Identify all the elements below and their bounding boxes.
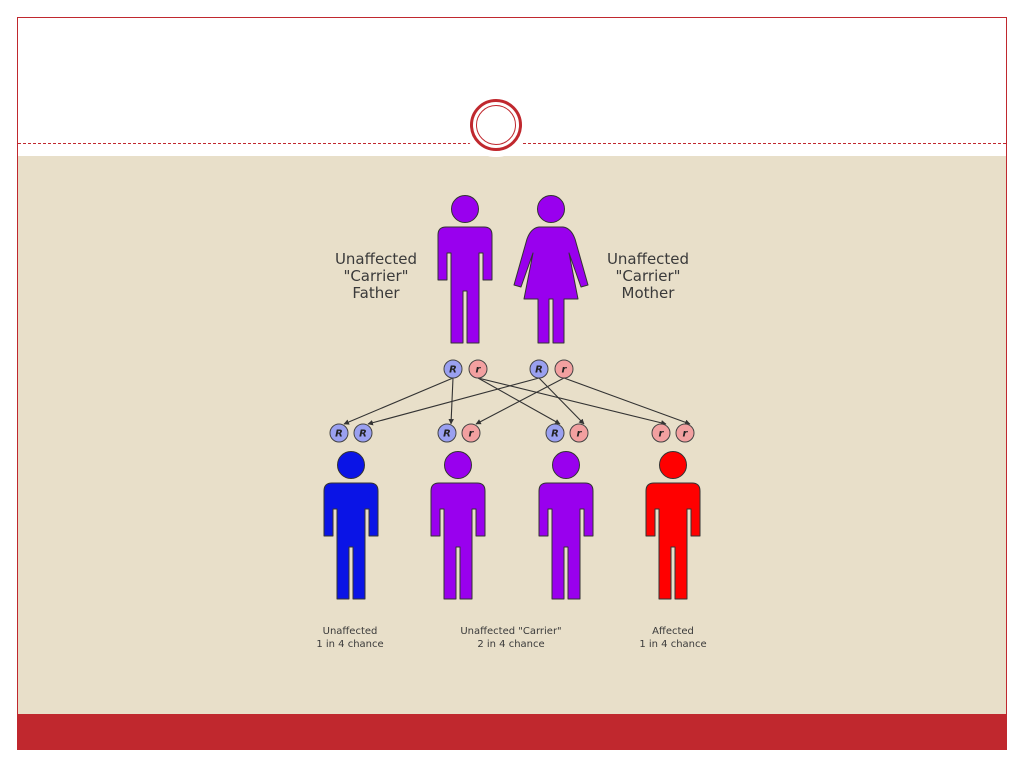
mother-label: Unaffected "Carrier" Mother: [583, 251, 713, 302]
child-3-allele-1: r: [675, 423, 695, 443]
child-0-allele-1-letter: R: [359, 429, 367, 440]
child-0-allele-0-letter: R: [335, 429, 343, 440]
mother-label-line2: "Carrier": [615, 267, 681, 285]
connector-lines: [343, 377, 691, 426]
connector-line-7: [563, 377, 691, 425]
father-label-line3: Father: [352, 284, 400, 302]
mother-allele-0: R: [529, 359, 549, 379]
child-0-allele-1: R: [353, 423, 373, 443]
connector-line-6: [475, 377, 565, 425]
outcome-affected-line2: 1 in 4 chance: [639, 639, 707, 650]
connector-line-0: [343, 377, 454, 425]
father-allele-0-letter: R: [449, 365, 457, 376]
mother-label-line3: Mother: [621, 284, 675, 302]
father-allele-0: R: [443, 359, 463, 379]
figures: [323, 195, 701, 600]
father-figure: [437, 195, 493, 344]
child-1-allele-0: R: [437, 423, 457, 443]
bottom-bar: [18, 714, 1006, 749]
connector-line-4: [367, 377, 540, 426]
child-2-allele-0: R: [545, 423, 565, 443]
outcome-label-affected: Affected 1 in 4 chance: [593, 625, 753, 651]
father-label-line2: "Carrier": [343, 267, 409, 285]
child-1-allele-1: r: [461, 423, 481, 443]
child-figure-carrier-1: [430, 451, 486, 600]
outcome-carrier-line2: 2 in 4 chance: [477, 639, 545, 650]
connector-line-3: [477, 377, 667, 426]
child-figure-affected: [645, 451, 701, 600]
father-allele-1-letter: r: [476, 365, 482, 376]
child-2-allele-0-letter: R: [551, 429, 559, 440]
child-1-allele-1-letter: r: [469, 429, 475, 440]
slide-body: [18, 156, 1006, 715]
mother-figure: [513, 195, 589, 344]
ornament-circle-inner: [476, 105, 516, 145]
child-0-allele-0: R: [329, 423, 349, 443]
father-allele-1: r: [468, 359, 488, 379]
outcome-unaffected-line1: Unaffected: [322, 626, 378, 637]
father-label-line1: Unaffected: [334, 250, 418, 268]
outcome-carrier-line1: Unaffected "Carrier": [460, 626, 562, 637]
outcome-label-unaffected: Unaffected 1 in 4 chance: [270, 625, 430, 651]
father-label: Unaffected "Carrier" Father: [311, 251, 441, 302]
outcome-label-carrier: Unaffected "Carrier" 2 in 4 chance: [431, 625, 591, 651]
mother-allele-0-letter: R: [535, 365, 543, 376]
child-1-allele-0-letter: R: [443, 429, 451, 440]
connector-line-5: [538, 377, 585, 425]
child-3-allele-1-letter: r: [683, 429, 689, 440]
outcome-affected-line1: Affected: [652, 626, 694, 637]
child-2-allele-1-letter: r: [577, 429, 583, 440]
child-2-allele-1: r: [569, 423, 589, 443]
child-3-allele-0-letter: r: [659, 429, 665, 440]
child-3-allele-0: r: [651, 423, 671, 443]
mother-allele-1-letter: r: [562, 365, 568, 376]
child-figure-carrier-2: [538, 451, 594, 600]
child-figure-unaffected: [323, 451, 379, 600]
mother-label-line1: Unaffected: [606, 250, 690, 268]
outcome-unaffected-line2: 1 in 4 chance: [316, 639, 384, 650]
mother-allele-1: r: [554, 359, 574, 379]
